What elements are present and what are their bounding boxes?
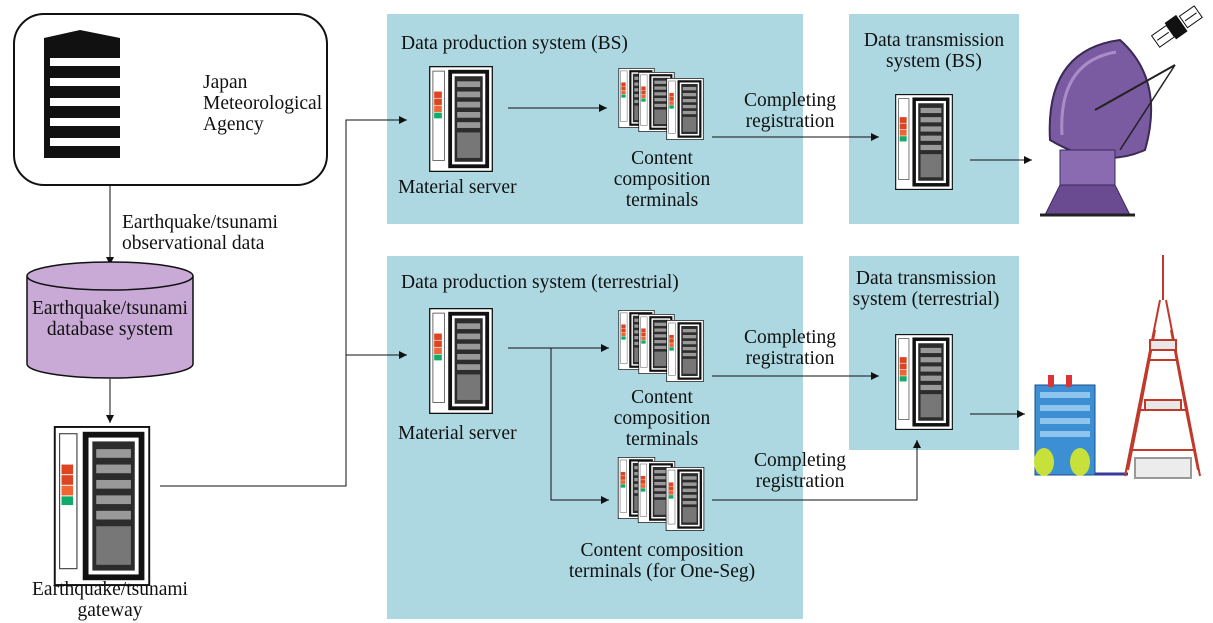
database-cylinder-icon	[26, 261, 194, 379]
oneseg-completing-registration-label: Completing registration	[753, 450, 847, 492]
gateway-label: Earthquake/tsunami gateway	[32, 579, 188, 621]
database-label: Earthquake/tsunami database system	[32, 298, 188, 340]
bs-transmission-server-icon	[894, 94, 954, 190]
observational-data-label: Earthquake/tsunami observational data	[122, 212, 278, 254]
oneseg-terminals-label: Content composition terminals (for One-S…	[568, 540, 756, 582]
terrestrial-material-server-icon	[428, 308, 494, 414]
bs-completing-registration-label: Completing registration	[743, 90, 837, 132]
office-buildings-icon	[1034, 375, 1128, 476]
terrestrial-content-terminal-icon	[666, 320, 704, 382]
bs-content-terminals-label: Content composition terminals	[613, 148, 711, 211]
gateway-server-icon	[53, 426, 151, 586]
tv-tower-icon	[1124, 255, 1201, 479]
satellite-dish-icon	[1040, 38, 1176, 217]
bs-content-terminal-icon	[666, 78, 704, 140]
oneseg-content-terminal-icon	[665, 467, 705, 531]
terrestrial-content-terminals-label: Content composition terminals	[613, 387, 711, 450]
terrestrial-production-title: Data production system (terrestrial)	[401, 272, 679, 293]
building-icon	[44, 30, 120, 158]
terrestrial-material-server-label: Material server	[398, 423, 517, 444]
bs-transmission-title: Data transmission system (BS)	[863, 30, 1005, 72]
bs-production-title: Data production system (BS)	[401, 33, 628, 54]
bs-material-server-icon	[428, 66, 494, 172]
terrestrial-completing-registration-label: Completing registration	[743, 327, 837, 369]
jma-label: Japan Meteorological Agency	[203, 72, 323, 135]
bs-material-server-label: Material server	[398, 177, 517, 198]
terrestrial-transmission-title: Data transmission system (terrestrial)	[852, 268, 1000, 310]
satellite-icon	[1150, 5, 1203, 48]
terrestrial-transmission-server-icon	[894, 334, 954, 430]
